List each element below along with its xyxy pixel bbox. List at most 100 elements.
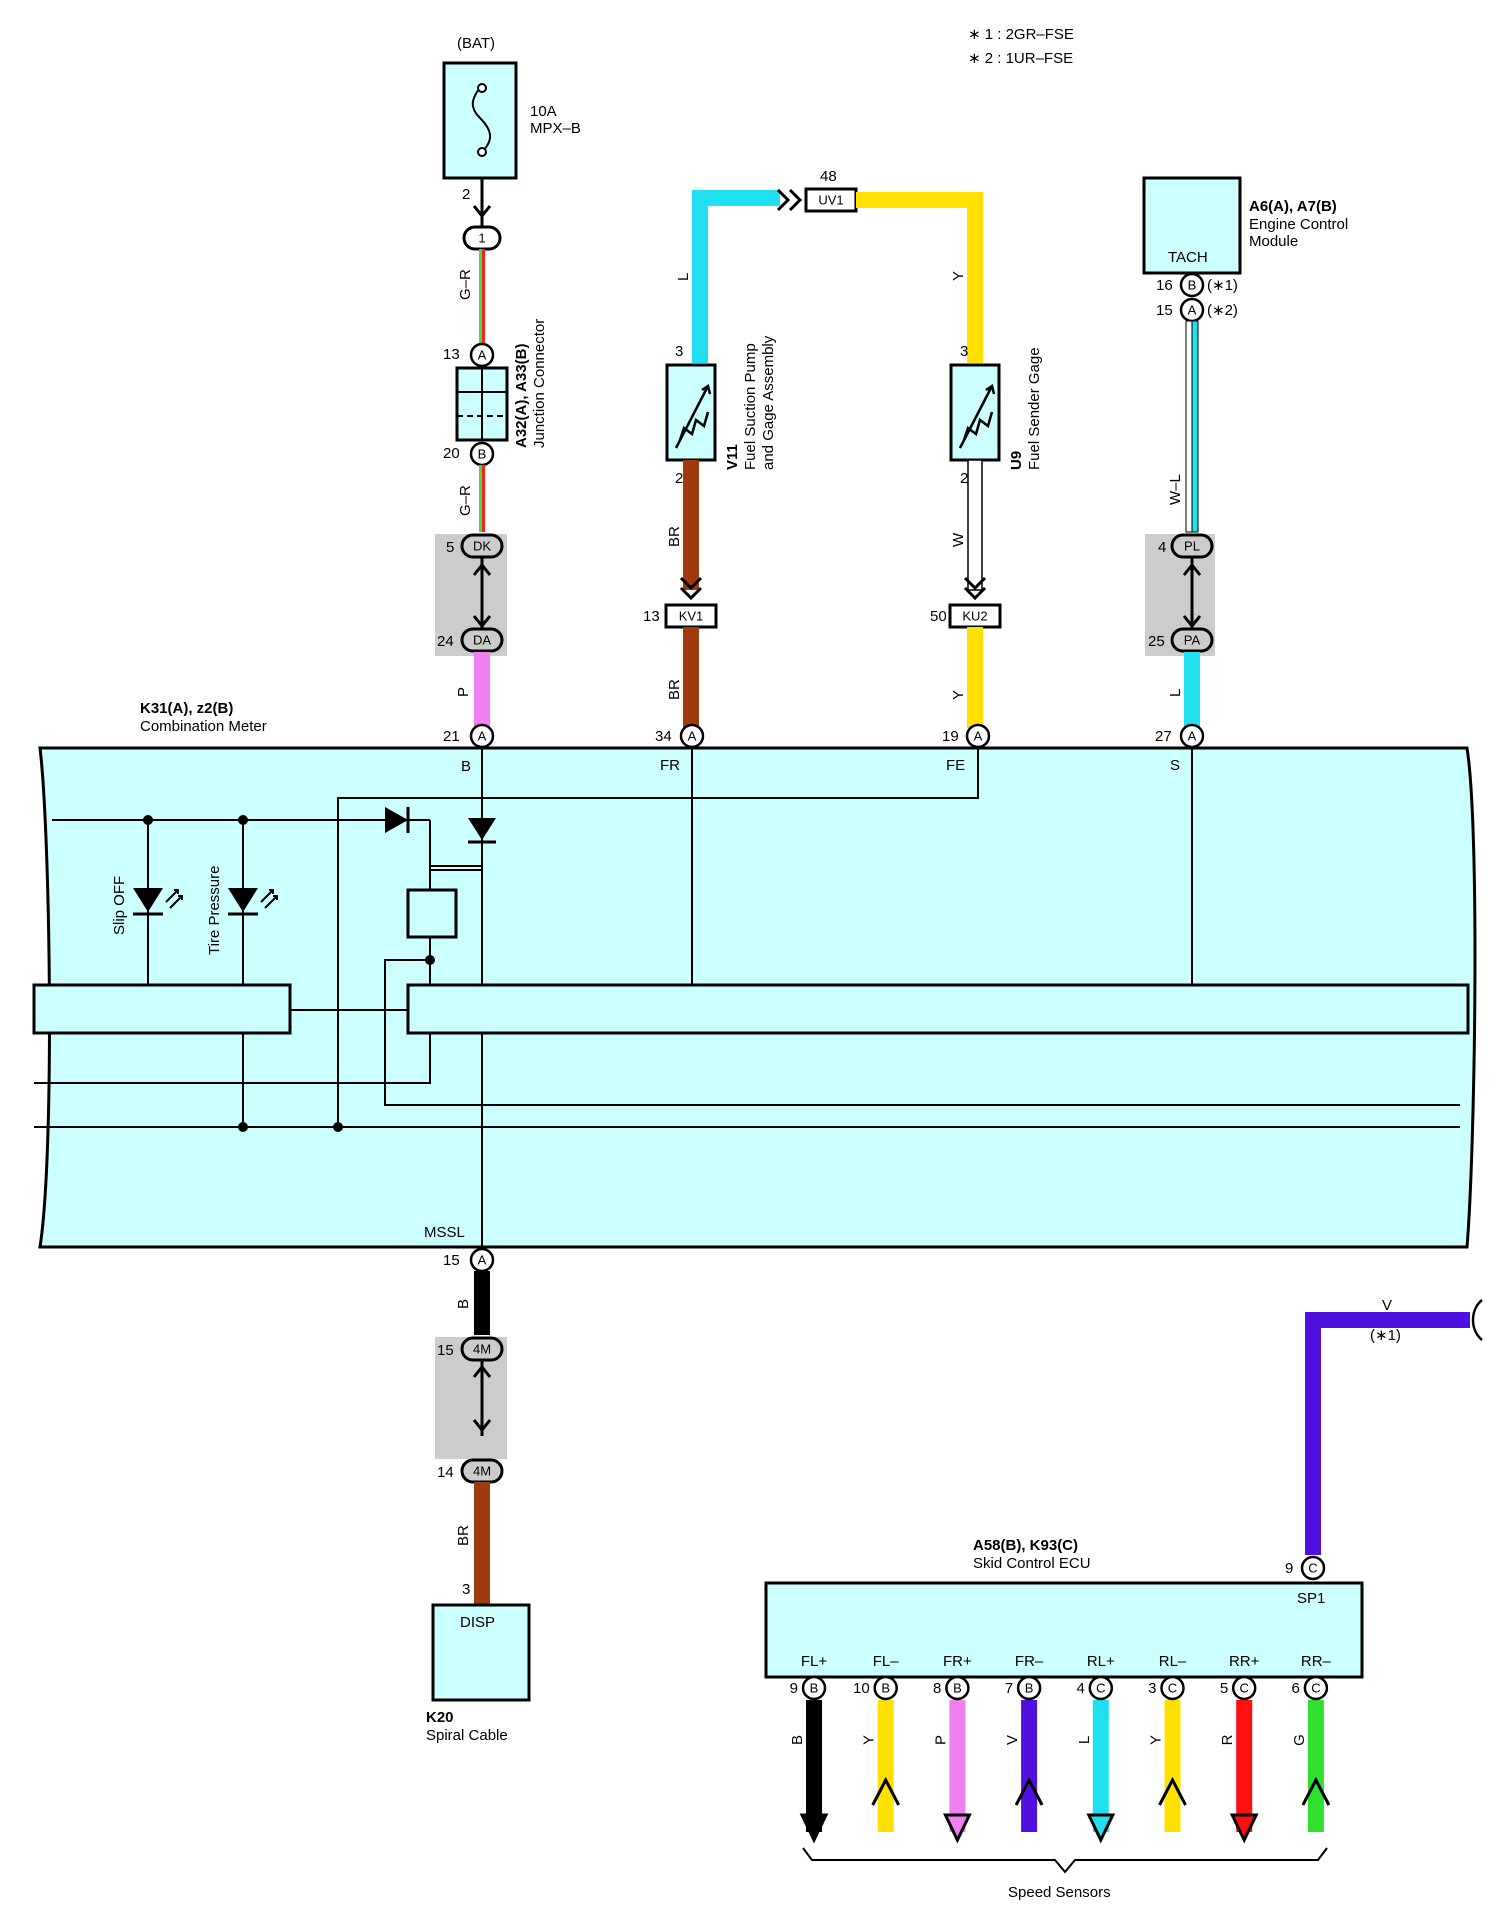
wire-b-lower: B (455, 1299, 472, 1309)
connector-kv1-label: KV1 (679, 609, 704, 624)
gage-name: Fuel Sender Gage (1026, 347, 1043, 470)
led-icon-2 (228, 888, 258, 912)
connector-pl (1170, 533, 1214, 559)
dk-pin: 5 (446, 539, 454, 556)
fuse-icon (471, 84, 491, 153)
sensor-wire-label: Y (1148, 1735, 1165, 1745)
ecm-term: TACH (1168, 249, 1208, 266)
sensor-wire (1236, 1700, 1253, 1832)
connector-dk (460, 533, 504, 559)
sensor-wire-label: P (932, 1735, 949, 1745)
ecm-id: A6(A), A7(B) (1249, 198, 1337, 215)
gage-pin-bottom: 2 (960, 470, 968, 487)
sensor-wire (949, 1700, 966, 1832)
sensor-wire (1307, 1700, 1324, 1832)
wire-y-meter: Y (950, 690, 967, 700)
wire-l-pump: L (675, 273, 692, 281)
arrow-up-icon (1301, 1776, 1331, 1806)
sensor-wire-label: R (1219, 1734, 1236, 1745)
ecm-name-2: Module (1249, 233, 1298, 250)
ecu-id: A58(B), K93(C) (973, 1537, 1078, 1554)
wire-l-ecm: L (1167, 689, 1184, 697)
ecu-term-label: FL+ (801, 1653, 828, 1670)
gage-id: U9 (1008, 451, 1025, 470)
ecu-pin-label: 8 (933, 1680, 941, 1697)
connector-uv1-label: UV1 (818, 193, 843, 208)
sensor-wire (1092, 1700, 1109, 1832)
ecu-term-label: RL+ (1087, 1653, 1115, 1670)
wire-p: P (455, 687, 472, 697)
ecu-pin-label: 10 (853, 1680, 870, 1697)
connector-4m-1-label: 4M (473, 1342, 491, 1357)
ecu-sp1-term: SP1 (1297, 1590, 1325, 1607)
arrow-down-icon (472, 205, 492, 219)
meter-term-s: S (1170, 757, 1180, 774)
kv1-pin: 13 (643, 608, 660, 625)
meter-conn-fr: A (688, 729, 697, 744)
ecu-pin-label: 5 (1220, 1680, 1228, 1697)
sensor-wire-label: B (789, 1735, 806, 1745)
meter-pin-fe: 19 (942, 728, 959, 745)
ecu-conn-label: B (810, 1681, 819, 1696)
connector-4m-2-label: 4M (473, 1464, 491, 1479)
spiral-cable-box (431, 1603, 531, 1702)
da-pin: 24 (437, 633, 454, 650)
junction-pin-bottom: 20 (443, 445, 460, 462)
pump-pin-bottom: 2 (675, 470, 683, 487)
ecu-conn-label: C (1096, 1681, 1105, 1696)
connector-da (460, 627, 504, 653)
spiral-name: Spiral Cable (426, 1727, 508, 1744)
meter-pin-b: 21 (443, 728, 460, 745)
wire-br-meter: BR (666, 679, 683, 700)
arrow-up-icon (1014, 1776, 1044, 1806)
sensor-wire (1021, 1700, 1038, 1832)
wire-w-gage: W (950, 532, 967, 547)
arrow-up-icon (871, 1776, 901, 1806)
meter-term-fr: FR (660, 757, 680, 774)
ecu-name: Skid Control ECU (973, 1555, 1091, 1572)
ecu-pin-label: 4 (1076, 1680, 1084, 1697)
ecu-conn-label: C (1311, 1681, 1320, 1696)
arrow-down-icon (1229, 1813, 1259, 1844)
ecu-term-label: RL– (1159, 1653, 1187, 1670)
ecu-pin-label: 3 (1148, 1680, 1156, 1697)
fuse-name: MPX–B (530, 120, 581, 137)
pump-id: V11 (724, 444, 741, 470)
ecu-conn-label: B (1025, 1681, 1034, 1696)
wire-v-sp1: V (1382, 1297, 1392, 1314)
wire-br-lower: BR (455, 1525, 472, 1546)
ecm-note-1: (∗1) (1207, 277, 1238, 294)
spiral-term: DISP (460, 1614, 495, 1631)
diode-icon (385, 807, 408, 833)
diode-icon-2 (468, 818, 496, 840)
pa-pin: 25 (1148, 633, 1165, 650)
meter-name: Combination Meter (140, 718, 267, 735)
wire-gr-top: G–R (457, 269, 474, 300)
meter-conn-fe: A (974, 729, 983, 744)
connector-da-label: DA (473, 633, 491, 648)
connector-dk-label: DK (473, 539, 491, 554)
sensor-wire-label: L (1076, 1736, 1093, 1744)
battery-label: (BAT) (457, 35, 495, 52)
ecu-sp1-pin: 9 (1285, 1560, 1293, 1577)
meter-pin-s: 27 (1155, 728, 1172, 745)
ecu-conn-label: C (1168, 1681, 1177, 1696)
ecm-pin-2: 15 (1156, 302, 1173, 319)
junction-id: A32(A), A33(B) (513, 344, 530, 448)
ecm-conn-1: B (1188, 278, 1197, 293)
ecu-conn-label: B (953, 1681, 962, 1696)
4m-pin-1: 15 (437, 1342, 454, 1359)
speed-sensors-label: Speed Sensors (1008, 1884, 1111, 1901)
ecu-term-label: FR– (1015, 1653, 1044, 1670)
ecu-pin-label: 9 (790, 1680, 798, 1697)
pump-pin-top: 3 (675, 343, 683, 360)
pump-name-1: Fuel Suction Pump (742, 343, 759, 470)
sensor-wire (877, 1700, 894, 1832)
variable-resistor-icon (678, 411, 710, 441)
wire-v-note: (∗1) (1370, 1327, 1401, 1344)
ecu-conn-label: C (1240, 1681, 1249, 1696)
arrow-down-icon (943, 1813, 972, 1844)
ecu-term-label: FL– (873, 1653, 900, 1670)
sensor-wire-label: V (1004, 1735, 1021, 1745)
spiral-id: K20 (426, 1709, 454, 1726)
